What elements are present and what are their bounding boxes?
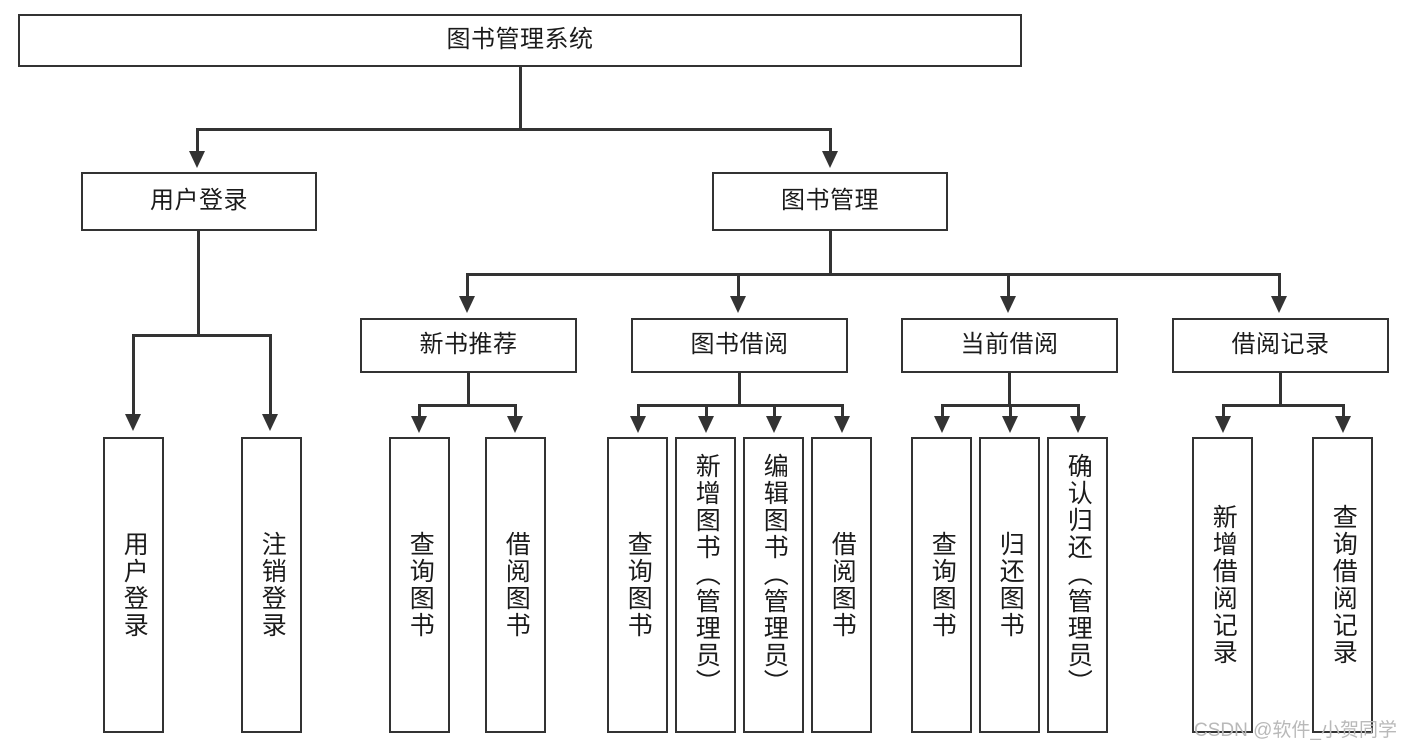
arrowhead-leaf-borrow-book-2: [834, 416, 850, 433]
leaf-query-book-2-label: 查询图书: [624, 531, 653, 639]
node-book-manage-label: 图书管理: [781, 187, 879, 215]
connector-user-login-trunk: [197, 231, 200, 336]
leaf-borrow-book-2-label: 借阅图书: [828, 531, 857, 639]
node-borrow-record-label: 借阅记录: [1231, 331, 1330, 359]
leaf-add-book[interactable]: 新增图书（管理员）: [675, 437, 736, 733]
connector-bb-trunk: [738, 373, 741, 406]
leaf-query-book-1[interactable]: 查询图书: [389, 437, 450, 733]
connector-root-bus: [196, 128, 832, 131]
connector-bb-drop-2: [705, 404, 708, 418]
leaf-query-book-3[interactable]: 查询图书: [911, 437, 972, 733]
arrowhead-leaf-add-record: [1215, 416, 1231, 433]
arrowhead-leaf-user-login: [125, 414, 141, 431]
connector-cb-drop-3: [1077, 404, 1080, 418]
connector-bm-drop-borrow-record: [1278, 273, 1281, 298]
leaf-return-book[interactable]: 归还图书: [979, 437, 1040, 733]
connector-nbr-trunk: [467, 373, 470, 406]
node-borrow-record[interactable]: 借阅记录: [1172, 318, 1389, 373]
connector-bm-drop-new-book-rec: [466, 273, 469, 298]
connector-root-trunk: [519, 67, 522, 130]
node-book-borrow[interactable]: 图书借阅: [631, 318, 848, 373]
arrowhead-new-book-rec: [459, 296, 475, 313]
connector-root-to-user-login: [196, 128, 199, 153]
node-new-book-rec-label: 新书推荐: [419, 331, 518, 359]
arrowhead-leaf-edit-book: [766, 416, 782, 433]
arrowhead-leaf-query-book-2: [630, 416, 646, 433]
node-root-label: 图书管理系统: [446, 26, 594, 54]
connector-br-bus: [1222, 404, 1344, 407]
leaf-borrow-book-2[interactable]: 借阅图书: [811, 437, 872, 733]
connector-user-login-drop-2: [269, 334, 272, 416]
connector-root-to-book-manage: [829, 128, 832, 153]
connector-br-drop-2: [1342, 404, 1345, 418]
connector-bb-drop-3: [773, 404, 776, 418]
leaf-query-record-label: 查询借阅记录: [1329, 504, 1358, 666]
connector-bb-drop-1: [637, 404, 640, 418]
arrowhead-current-borrow: [1000, 296, 1016, 313]
connector-bm-drop-current-borrow: [1007, 273, 1010, 298]
connector-bm-drop-book-borrow: [737, 273, 740, 298]
leaf-query-record[interactable]: 查询借阅记录: [1312, 437, 1373, 733]
arrowhead-leaf-query-book-3: [934, 416, 950, 433]
arrowhead-leaf-borrow-book-1: [507, 416, 523, 433]
connector-book-manage-bus: [466, 273, 1280, 276]
leaf-add-record[interactable]: 新增借阅记录: [1192, 437, 1253, 733]
leaf-borrow-book-1-label: 借阅图书: [502, 531, 531, 639]
leaf-edit-book-label: 编辑图书（管理员）: [760, 453, 789, 696]
connector-br-drop-1: [1222, 404, 1225, 418]
connector-user-login-bus: [132, 334, 271, 337]
connector-bb-drop-4: [841, 404, 844, 418]
leaf-edit-book[interactable]: 编辑图书（管理员）: [743, 437, 804, 733]
connector-nbr-bus: [418, 404, 516, 407]
connector-cb-drop-1: [941, 404, 944, 418]
node-book-borrow-label: 图书借阅: [690, 331, 789, 359]
node-user-login-label: 用户登录: [150, 187, 248, 215]
connector-bb-bus: [637, 404, 843, 407]
connector-user-login-drop-1: [132, 334, 135, 416]
leaf-query-book-2[interactable]: 查询图书: [607, 437, 668, 733]
leaf-logout[interactable]: 注销登录: [241, 437, 302, 733]
leaf-confirm-return[interactable]: 确认归还（管理员）: [1047, 437, 1108, 733]
arrowhead-leaf-confirm-return: [1070, 416, 1086, 433]
arrowhead-user-login: [189, 151, 205, 168]
arrowhead-leaf-query-record: [1335, 416, 1351, 433]
node-user-login[interactable]: 用户登录: [81, 172, 317, 231]
node-current-borrow-label: 当前借阅: [960, 331, 1059, 359]
leaf-return-book-label: 归还图书: [996, 531, 1025, 639]
node-new-book-rec[interactable]: 新书推荐: [360, 318, 577, 373]
arrowhead-book-borrow: [730, 296, 746, 313]
leaf-add-book-label: 新增图书（管理员）: [692, 453, 721, 696]
arrowhead-leaf-logout: [262, 414, 278, 431]
arrowhead-leaf-query-book-1: [411, 416, 427, 433]
watermark: CSDN @软件_小贺同学: [1194, 720, 1397, 741]
leaf-logout-label: 注销登录: [258, 531, 287, 639]
node-root[interactable]: 图书管理系统: [18, 14, 1022, 67]
connector-cb-drop-2: [1009, 404, 1012, 418]
connector-nbr-drop-2: [514, 404, 517, 418]
connector-nbr-drop-1: [418, 404, 421, 418]
connector-book-manage-trunk: [829, 231, 832, 275]
leaf-user-login-label: 用户登录: [120, 531, 149, 639]
connector-br-trunk: [1279, 373, 1282, 406]
leaf-query-book-1-label: 查询图书: [406, 531, 435, 639]
arrowhead-borrow-record: [1271, 296, 1287, 313]
arrowhead-leaf-return-book: [1002, 416, 1018, 433]
connector-cb-trunk: [1008, 373, 1011, 406]
arrowhead-leaf-add-book: [698, 416, 714, 433]
leaf-add-record-label: 新增借阅记录: [1209, 504, 1238, 666]
node-book-manage[interactable]: 图书管理: [712, 172, 948, 231]
leaf-user-login[interactable]: 用户登录: [103, 437, 164, 733]
leaf-borrow-book-1[interactable]: 借阅图书: [485, 437, 546, 733]
leaf-confirm-return-label: 确认归还（管理员）: [1064, 453, 1093, 696]
node-current-borrow[interactable]: 当前借阅: [901, 318, 1118, 373]
arrowhead-book-manage: [822, 151, 838, 168]
leaf-query-book-3-label: 查询图书: [928, 531, 957, 639]
